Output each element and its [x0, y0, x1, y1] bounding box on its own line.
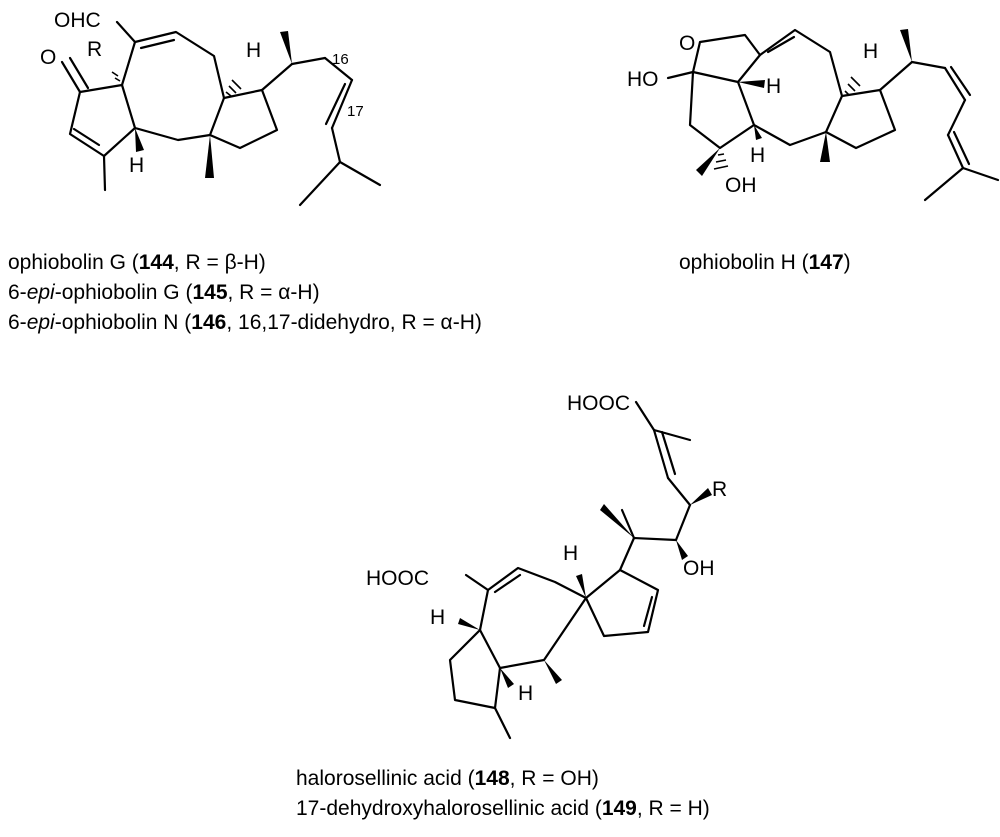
carboxylic-acid-label-top: HOOC — [567, 392, 630, 415]
h-label-a: H — [766, 75, 781, 98]
stereo-wedge — [500, 668, 514, 688]
carbon-16-label: 16 — [332, 51, 349, 68]
stereo-wedge — [820, 132, 830, 162]
stereo-wedge — [544, 660, 562, 684]
caption-line-145: 6-epi-ophiobolin G (145, R = α-H) — [8, 281, 320, 304]
carboxylic-acid-label-left: HOOC — [366, 567, 429, 590]
hydroxy-label-bottom: OH — [725, 174, 757, 197]
stereo-wedge — [738, 80, 765, 88]
stereo-wedge — [690, 488, 712, 505]
h-label-left: H — [430, 606, 445, 629]
stereo-hash — [713, 76, 861, 170]
stereo-wedge — [600, 504, 634, 538]
caption-block-ophiobolin-g: ophiobolin G (144, R = β-H) 6-epi-ophiob… — [8, 248, 482, 338]
halorosellinic-acid-structure: HOOC R OH HOOC H H H — [366, 392, 727, 740]
stereo-wedge — [458, 618, 480, 630]
stereo-hash — [111, 71, 242, 97]
ophiobolin-h-structure: O HO H H H OH — [627, 28, 1000, 202]
stereo-wedge — [576, 574, 586, 598]
caption-line-144: ophiobolin G (144, R = β-H) — [8, 251, 266, 274]
stereo-wedge — [676, 540, 688, 560]
caption-block-halorosellinic: halorosellinic acid (148, R = OH) 17-deh… — [296, 764, 710, 824]
caption-line-146: 6-epi-ophiobolin N (146, 16,17-didehydro… — [8, 311, 482, 334]
h-label-bottom: H — [129, 154, 144, 177]
hydroxy-label: OH — [683, 557, 715, 580]
stereo-wedge — [205, 135, 214, 178]
r-group-label: R — [712, 478, 727, 501]
caption-line-149: 17-dehydroxyhalorosellinic acid (149, R … — [296, 797, 710, 820]
cho-label: OHC — [54, 9, 101, 32]
caption-line-147: ophiobolin H (147) — [679, 251, 851, 274]
stereo-wedge — [900, 29, 912, 62]
caption-block-ophiobolin-h: ophiobolin H (147) — [679, 248, 851, 278]
caption-line-148: halorosellinic acid (148, R = OH) — [296, 767, 599, 790]
ring-oxygen-label: O — [679, 32, 695, 55]
stereo-wedge — [696, 148, 720, 176]
stereo-wedge — [754, 125, 762, 140]
h-label-bottom: H — [518, 682, 533, 705]
ophiobolin-g-structure: OHC O R H H 16 17 — [40, 9, 382, 207]
carbon-17-label: 17 — [347, 103, 364, 120]
hydroxy-label-left: HO — [627, 68, 659, 91]
h-label-b: H — [750, 144, 765, 167]
ketone-oxygen-label: O — [40, 46, 56, 69]
r-group-label: R — [87, 38, 102, 61]
stereo-wedge — [280, 31, 292, 64]
stereo-wedge — [135, 128, 144, 152]
h-label-c: H — [863, 40, 878, 63]
h-label-top: H — [563, 542, 578, 565]
h-label-top: H — [246, 39, 261, 62]
